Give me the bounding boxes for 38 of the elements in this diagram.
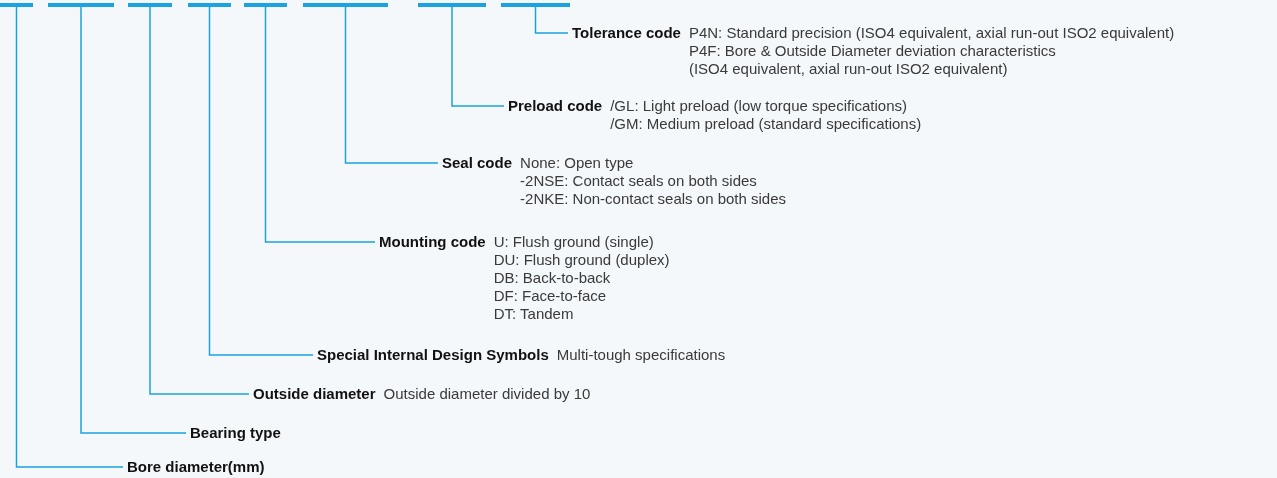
- code-segment-bar: [244, 3, 287, 7]
- code-segment-bar: [188, 3, 231, 7]
- field-name: Bore diameter(mm): [127, 458, 265, 476]
- code-description: U: Flush ground (single): [493, 233, 654, 251]
- code-description: /GM: Medium preload (standard specifications): [610, 115, 922, 133]
- code-description: None: Open type: [520, 154, 634, 172]
- field-name: Seal code: [442, 154, 513, 172]
- leader-line: [15, 6, 124, 468]
- code-description: -2NKE: Non-contact seals on both sides: [520, 190, 787, 208]
- leader-line: [534, 6, 569, 34]
- code-segment-bar: [303, 3, 388, 7]
- code-description: P4N: Standard precision (ISO4 equivalent, axial run-out ISO2 equivalent): [688, 24, 1175, 42]
- code-description: DF: Face-to-face: [493, 287, 607, 305]
- code-segment-bar: [128, 3, 172, 7]
- code-segment-bar: [501, 3, 570, 7]
- code-description: Outside diameter divided by 10: [383, 385, 591, 403]
- field-name: Outside diameter: [253, 385, 376, 403]
- leader-line: [344, 6, 439, 164]
- field-name: Mounting code: [379, 233, 486, 251]
- code-description: P4F: Bore & Outside Diameter deviation characteristics (ISO4 equivalent, axial run-out ISO2 equivalent): [688, 42, 1057, 78]
- leader-line: [149, 6, 250, 395]
- leader-line: [80, 6, 187, 434]
- code-segment-bar: [0, 3, 33, 7]
- code-description: /GL: Light preload (low torque specifications): [610, 97, 908, 115]
- field-name: Preload code: [508, 97, 603, 115]
- field-name: Bearing type: [190, 424, 281, 442]
- code-description: DT: Tandem: [493, 305, 574, 323]
- field-name: Special Internal Design Symbols: [317, 346, 549, 364]
- code-segment-bar: [418, 3, 486, 7]
- field-name: Tolerance code: [572, 24, 681, 42]
- code-description: DU: Flush ground (duplex): [493, 251, 670, 269]
- leader-line: [208, 6, 314, 356]
- code-description: Multi-tough specifications: [556, 346, 726, 364]
- leader-line: [451, 6, 505, 107]
- code-description: DB: Back-to-back: [493, 269, 611, 287]
- code-segment-bar: [48, 3, 114, 7]
- code-description: -2NSE: Contact seals on both sides: [520, 172, 757, 190]
- leader-line: [264, 6, 376, 243]
